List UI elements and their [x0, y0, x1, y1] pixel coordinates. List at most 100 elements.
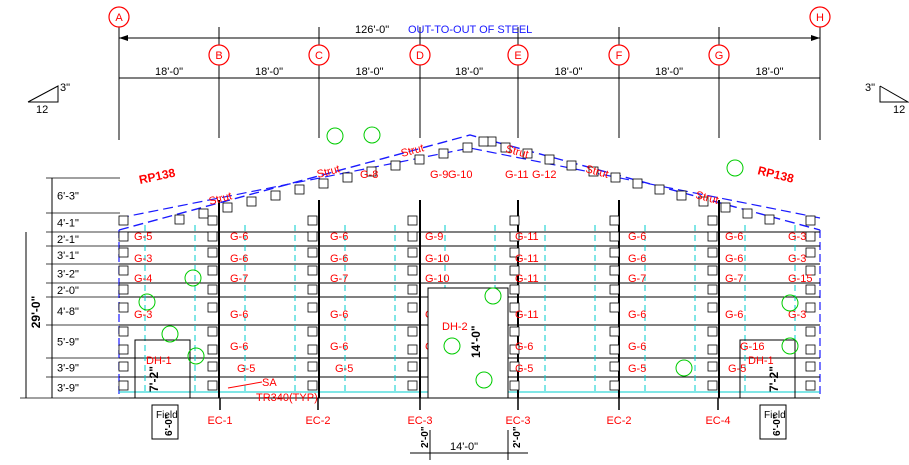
bay-dim-3: 18'-0" [455, 66, 483, 78]
clip-box [407, 380, 418, 391]
grid-label-H: H [816, 12, 824, 24]
grid-bubble-A [108, 6, 130, 28]
roof-clip-box [390, 160, 401, 171]
clip-box [407, 231, 418, 242]
callout-circle [675, 359, 693, 377]
clip-box [407, 361, 418, 372]
roof-clip-box [342, 172, 353, 183]
slope-left: 3" 12 [27, 82, 70, 116]
clip-box [407, 247, 418, 258]
roof-clip-box [588, 166, 599, 177]
overall-note-text: OUT-TO-OUT OF STEEL [408, 24, 532, 36]
clip-box [609, 326, 620, 337]
clip-box [609, 302, 620, 313]
slope-left-rise: 3" [60, 82, 70, 94]
door-width-dims: 14'-0" 2'-0" 2'-0" [410, 426, 528, 460]
clip-box [609, 215, 620, 226]
clip-box [207, 380, 218, 391]
clip-box [307, 380, 318, 391]
grid-bubble-G [708, 44, 730, 66]
left-height-text: 29'-0" [29, 296, 43, 329]
girts_row5-1: G-6 [330, 341, 348, 353]
callout-circle [138, 293, 156, 311]
clip-box [118, 231, 129, 242]
left-dim-1: 4'-1" [57, 218, 79, 230]
grid-label-B: B [215, 50, 222, 62]
roof-clip-box [544, 154, 555, 165]
girts_row3-7: G-15 [788, 273, 812, 285]
girts_row3-1: G-7 [230, 273, 248, 285]
clip-box [207, 231, 218, 242]
clip-box [707, 215, 718, 226]
roof-clip-box [478, 136, 489, 147]
clip-box [707, 361, 718, 372]
grid-bubble-F [608, 44, 630, 66]
strut-label-3: Strut [400, 142, 426, 160]
clip-box [207, 247, 218, 258]
girts_row2-4: G-11 [515, 253, 539, 265]
roof-clip-box [500, 142, 511, 153]
clip-box [407, 326, 418, 337]
girts_row2-2: G-6 [330, 253, 348, 265]
girts_row1-3: G-9 [425, 231, 443, 243]
clip-box [509, 231, 520, 242]
side-dim-left: 7'-2" [147, 366, 161, 392]
clip-box [307, 326, 318, 337]
door-jamb-right: 2'-0" [512, 426, 523, 448]
girts_row3-6: G-7 [725, 273, 743, 285]
clip-box [307, 344, 318, 355]
clip-box [509, 247, 520, 258]
field-dim-left: 6'-0" [164, 414, 175, 436]
callout-circle [484, 287, 502, 305]
left-dim-3: 3'-1" [57, 250, 79, 262]
clip-box [118, 361, 129, 372]
girts_row1-6: G-6 [725, 231, 743, 243]
girts_row3-0: G-4 [134, 273, 152, 285]
grid-label-F: F [616, 50, 623, 62]
top-girt-1: G-9 [430, 169, 448, 181]
field-label-right: Field [764, 410, 786, 421]
clip-box [118, 380, 129, 391]
left-dim-2: 2'-1" [57, 234, 79, 246]
left-dim-9: 3'-9" [57, 383, 79, 395]
roof-clip-box [414, 154, 425, 165]
field-dim-right: 6'-0" [772, 414, 783, 436]
bay-dimensions: 18'-0"18'-0"18'-0"18'-0"18'-0"18'-0"18'-… [118, 66, 821, 84]
girts_row5-0: G-6 [230, 341, 248, 353]
clip-box [707, 344, 718, 355]
clip-box [509, 215, 520, 226]
callout-circle [161, 325, 179, 343]
clip-box [307, 265, 318, 276]
girts_row3-2: G-7 [330, 273, 348, 285]
clip-box [118, 302, 129, 313]
slope-right-run: 12 [893, 104, 905, 116]
clip-box [207, 326, 218, 337]
grid-label-A: A [115, 12, 123, 24]
roof-clip-box [438, 148, 449, 159]
girts_row1-7: G-3 [788, 231, 806, 243]
bay-dim-1: 18'-0" [255, 66, 283, 78]
roof-clip-box [522, 148, 533, 159]
girts_row5-4: G-6 [628, 341, 646, 353]
strut-label-1: Strut [208, 190, 234, 208]
clip-box [307, 361, 318, 372]
bay-dim-6: 18'-0" [755, 66, 783, 78]
girts_row5-5: G-16 [740, 341, 764, 353]
column-label-4: EC-2 [606, 415, 631, 427]
clip-box [307, 231, 318, 242]
column-label-1: EC-2 [305, 415, 330, 427]
clip-box [509, 302, 520, 313]
clip-box [407, 215, 418, 226]
clip-box [707, 302, 718, 313]
roof-clip-box [676, 190, 687, 201]
girts_row5-3: G-6 [515, 341, 533, 353]
clip-box [118, 247, 129, 258]
girts_row6-1: G-5 [335, 363, 353, 375]
bay-dim-0: 18'-0" [155, 66, 183, 78]
door-openings: DH-2 14'-0" DH-1 DH-1 7'-2" 7'-2" [134, 287, 796, 399]
left-dim-8: 3'-9" [57, 363, 79, 375]
door-label-dh2: DH-2 [442, 321, 468, 333]
clip-box [805, 326, 816, 337]
callout-circle [726, 159, 744, 177]
roof-clip-box [764, 214, 775, 225]
